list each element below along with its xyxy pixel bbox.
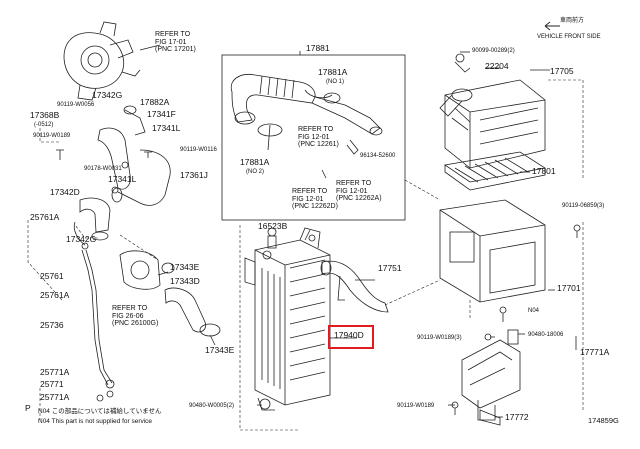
part-label-25761[interactable]: 25761 — [40, 271, 64, 281]
part-label-N04[interactable]: N04 — [528, 308, 540, 314]
hose-17881 — [230, 73, 316, 123]
hose-17342D — [79, 197, 111, 233]
part-label-17341L-mid[interactable]: 17341L — [108, 174, 137, 184]
part-label-17751[interactable]: 17751 — [378, 263, 402, 273]
part-label-90119-W0189-right[interactable]: 90119-W0189(3) — [417, 335, 462, 341]
part-label-17801[interactable]: 17801 — [532, 166, 556, 176]
part-label-25761A-top[interactable]: 25761A — [30, 212, 60, 222]
part-label-25771A-2[interactable]: 25771A — [40, 392, 70, 402]
part-label-90178-W0031[interactable]: 90178-W0031 — [84, 166, 122, 172]
part-label-17705[interactable]: 17705 — [550, 66, 574, 76]
pipe-25736 — [81, 249, 109, 386]
refer-12-01-12262D[interactable]: REFER TO FIG 12-01 (PNC 12262D) — [292, 188, 338, 210]
part-label-17341F[interactable]: 17341F — [147, 109, 176, 119]
part-label-25771A-1[interactable]: 25771A — [40, 367, 70, 377]
footnote-jp: N04 この部品については補給していません — [38, 408, 162, 415]
part-label-17701[interactable]: 17701 — [557, 283, 581, 293]
part-label-17342G-mid[interactable]: 17342G — [66, 234, 97, 244]
part-label-25771[interactable]: 25771 — [40, 379, 64, 389]
part-label-17343D[interactable]: 17343D — [170, 276, 200, 286]
refer-17-01[interactable]: REFER TO FIG 17-01 (PNC 17201) — [155, 31, 196, 53]
hose-17343D — [164, 287, 207, 333]
part-label-22204[interactable]: 22204 — [485, 61, 509, 71]
vehicle-front-arrow — [544, 21, 560, 31]
refer-12-01-12261[interactable]: REFER TO FIG 12-01 (PNC 12261) — [298, 126, 339, 148]
throttle-body — [119, 250, 161, 290]
air-cleaner-drawing — [439, 79, 547, 322]
part-label-17771A[interactable]: 17771A — [580, 347, 610, 357]
footnote-en: N04 This part is not supplied for servic… — [38, 418, 153, 425]
part-label-90119-W0056[interactable]: 90119-W0056 — [57, 102, 95, 108]
part-label-25761A-mid[interactable]: 25761A — [40, 290, 70, 300]
leader-dashed — [239, 225, 300, 431]
part-label-17772[interactable]: 17772 — [505, 412, 529, 422]
part-label-0512: (-0512) — [34, 122, 54, 128]
bracket-drawing — [461, 329, 521, 426]
turbocharger-drawing — [63, 21, 141, 101]
part-label-17342G-top[interactable]: 17342G — [92, 90, 123, 100]
part-label-17343E-top[interactable]: 17343E — [170, 262, 200, 272]
hose-17751 — [321, 260, 389, 313]
part-label-17368B[interactable]: 17368B — [30, 110, 60, 120]
part-note-no2: (NO 2) — [246, 169, 264, 175]
part-label-P: P — [25, 403, 31, 413]
part-label-25736[interactable]: 25736 — [40, 320, 64, 330]
part-label-96134-52600[interactable]: 96134-52600 — [360, 153, 396, 159]
part-note-no1: (NO 1) — [326, 79, 344, 85]
part-label-17342D[interactable]: 17342D — [50, 187, 80, 197]
figure-code: 174859G — [588, 416, 619, 425]
part-label-90119-W0189-bot[interactable]: 90119-W0189 — [397, 403, 435, 409]
part-label-17343E-bot[interactable]: 17343E — [205, 345, 235, 355]
part-label-90480-18006[interactable]: 90480-18006 — [528, 332, 564, 338]
intercooler-drawing — [244, 227, 331, 411]
hose-group-frame — [221, 54, 406, 221]
part-label-90119-W0189-left[interactable]: 90119-W0189 — [33, 133, 71, 139]
part-label-17881A-no1[interactable]: 17881A — [318, 67, 348, 77]
part-label-90480-W0005[interactable]: 90480-W0005(2) — [189, 403, 235, 409]
leader-dashed — [404, 179, 441, 201]
part-label-16523B[interactable]: 16523B — [258, 221, 288, 231]
part-label-17882A[interactable]: 17882A — [140, 97, 170, 107]
part-label-17940D[interactable]: 17940D — [334, 330, 364, 340]
vehicle-front-label: VEHICLE FRONT SIDE — [537, 34, 601, 40]
part-label-17881A-no2[interactable]: 17881A — [240, 157, 270, 167]
part-label-17361J[interactable]: 17361J — [180, 170, 208, 180]
part-label-90099-00289[interactable]: 90099-00289(2) — [472, 48, 515, 54]
part-label-17341L-top[interactable]: 17341L — [152, 123, 181, 133]
pipe-17882A — [97, 127, 131, 190]
vehicle-front-label-jp: 車両前方 — [560, 18, 585, 24]
refer-26-06[interactable]: REFER TO FIG 26-06 (PNC 26100G) — [112, 305, 159, 327]
part-label-90119-W0116[interactable]: 90119-W0116 — [180, 147, 217, 153]
highlight-17940D — [328, 325, 374, 349]
part-label-90119-06859[interactable]: 90119-06859(3) — [562, 203, 605, 209]
part-label-17881[interactable]: 17881 — [306, 43, 330, 53]
refer-12-01-12262A[interactable]: REFER TO FIG 12-01 (PNC 12262A) — [336, 180, 382, 202]
